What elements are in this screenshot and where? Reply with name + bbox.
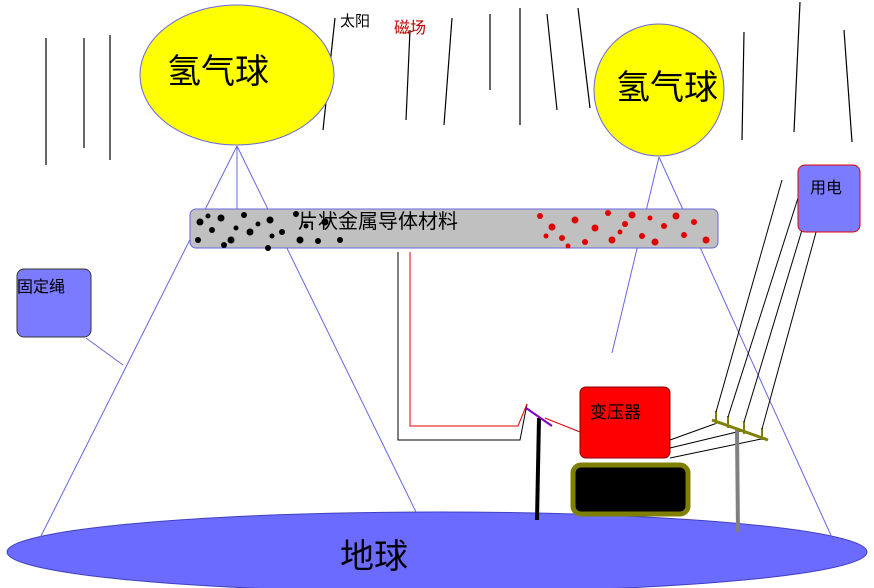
earth xyxy=(6,511,868,588)
right-pole-crossarm xyxy=(711,418,769,442)
wire-red xyxy=(409,252,528,427)
battery-block xyxy=(570,462,691,517)
label-balloon-right: 氢气球 xyxy=(616,68,718,108)
positive-charge-dots xyxy=(537,210,710,249)
label-sun: 太阳 xyxy=(340,12,371,30)
power-lines-to-consumer xyxy=(715,179,819,430)
label-earth: 地球 xyxy=(340,537,408,577)
metal-conductor-sheet xyxy=(189,208,719,249)
consumer-box xyxy=(797,164,861,233)
label-consumer: 用电 xyxy=(810,178,843,197)
transformer-output-wires xyxy=(669,421,767,459)
insulators xyxy=(715,411,763,440)
transformer-box xyxy=(579,386,671,459)
label-tether: 固定绳 xyxy=(17,277,66,296)
left-utility-pole xyxy=(535,417,541,521)
tether-box xyxy=(16,268,92,338)
left-pole-crossarm xyxy=(525,407,553,427)
hydrogen-balloon-left xyxy=(139,4,335,146)
wire-black xyxy=(397,252,528,441)
wire-to-transformer xyxy=(544,417,581,433)
label-transformer: 变压器 xyxy=(590,403,641,423)
negative-charge-dots xyxy=(195,211,343,251)
sun-rays xyxy=(45,1,853,165)
label-magnetic-field: 磁场 xyxy=(394,18,427,37)
tether-lines xyxy=(37,145,835,543)
hydrogen-balloon-right xyxy=(593,23,725,157)
label-conductor: 片状金属导体材料 xyxy=(298,209,458,233)
right-utility-pole xyxy=(735,429,740,533)
label-balloon-left: 氢气球 xyxy=(167,52,269,92)
